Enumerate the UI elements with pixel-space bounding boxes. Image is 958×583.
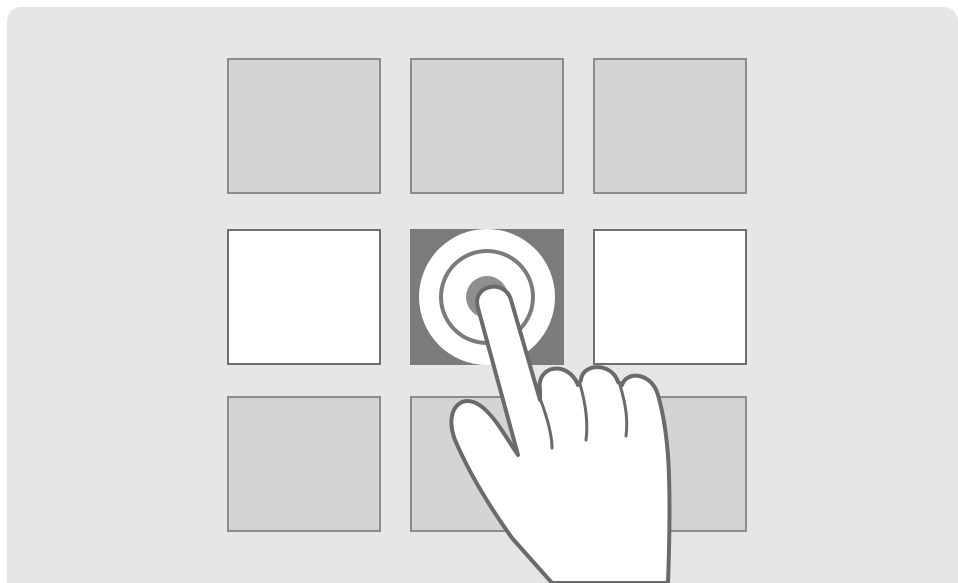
tile-r2-c3[interactable] bbox=[593, 229, 747, 365]
tile-r3-c1[interactable] bbox=[227, 396, 381, 532]
tile-r1-c2[interactable] bbox=[410, 58, 564, 194]
touch-screen bbox=[7, 7, 958, 583]
tile-r3-c3[interactable] bbox=[593, 396, 747, 532]
tile-r1-c3[interactable] bbox=[593, 58, 747, 194]
tile-r2-c1[interactable] bbox=[227, 229, 381, 365]
tile-r1-c1[interactable] bbox=[227, 58, 381, 194]
tile-r2-c2[interactable] bbox=[410, 229, 564, 365]
tile-r3-c2[interactable] bbox=[410, 396, 564, 532]
